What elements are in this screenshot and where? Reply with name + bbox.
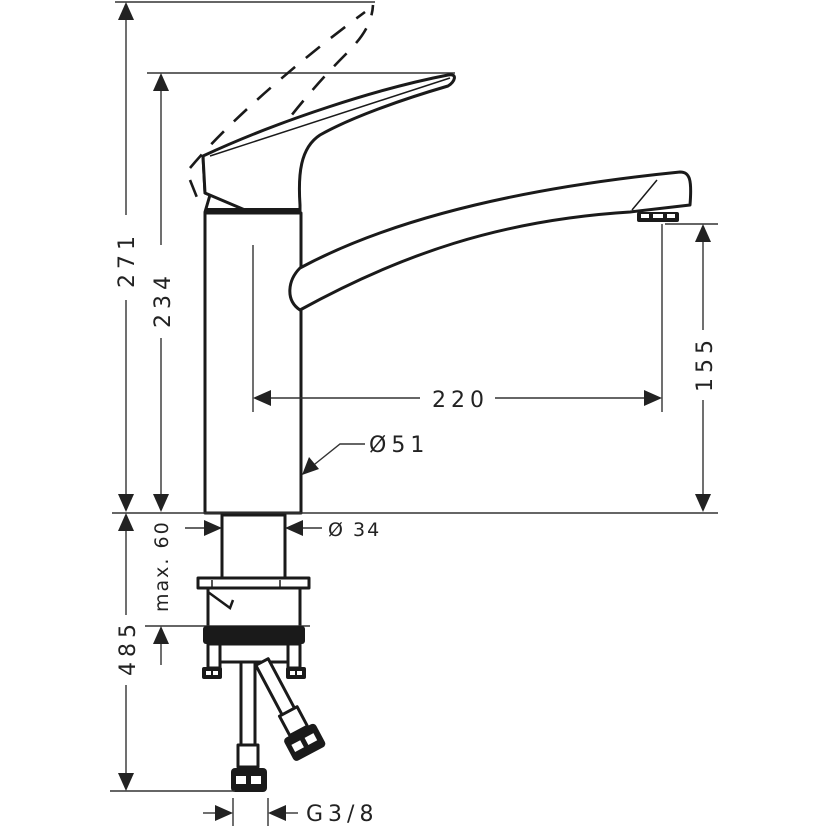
dim-label-d34: Ø 34 [328,519,381,541]
dim-label-max60: max. 60 [151,520,173,612]
dim-label-234: 234 [151,271,176,328]
spout [288,170,693,312]
dimension-g38: G3/8 [203,798,378,827]
dim-label-155: 155 [693,335,718,392]
dim-label-g38: G3/8 [306,802,378,827]
dimension-220: 220 [252,224,663,413]
dimension-diameter-34: Ø 34 [185,519,381,541]
dim-label-d51: Ø51 [369,433,429,458]
lever-handle [201,73,456,215]
dimension-diameter-51: Ø51 [302,433,429,475]
mounting-nut [202,626,306,679]
dim-label-220: 220 [432,388,489,413]
supply-hose-angled [254,657,326,761]
dimension-234: 234 [147,72,455,512]
mounting-shank [196,513,311,628]
supply-hose-straight [231,660,267,792]
dimension-155: 155 [665,223,718,512]
dimension-271: 271 [115,1,375,512]
dimension-485: 485 [110,531,235,792]
dim-label-271: 271 [115,231,140,288]
dim-label-485: 485 [116,619,141,676]
